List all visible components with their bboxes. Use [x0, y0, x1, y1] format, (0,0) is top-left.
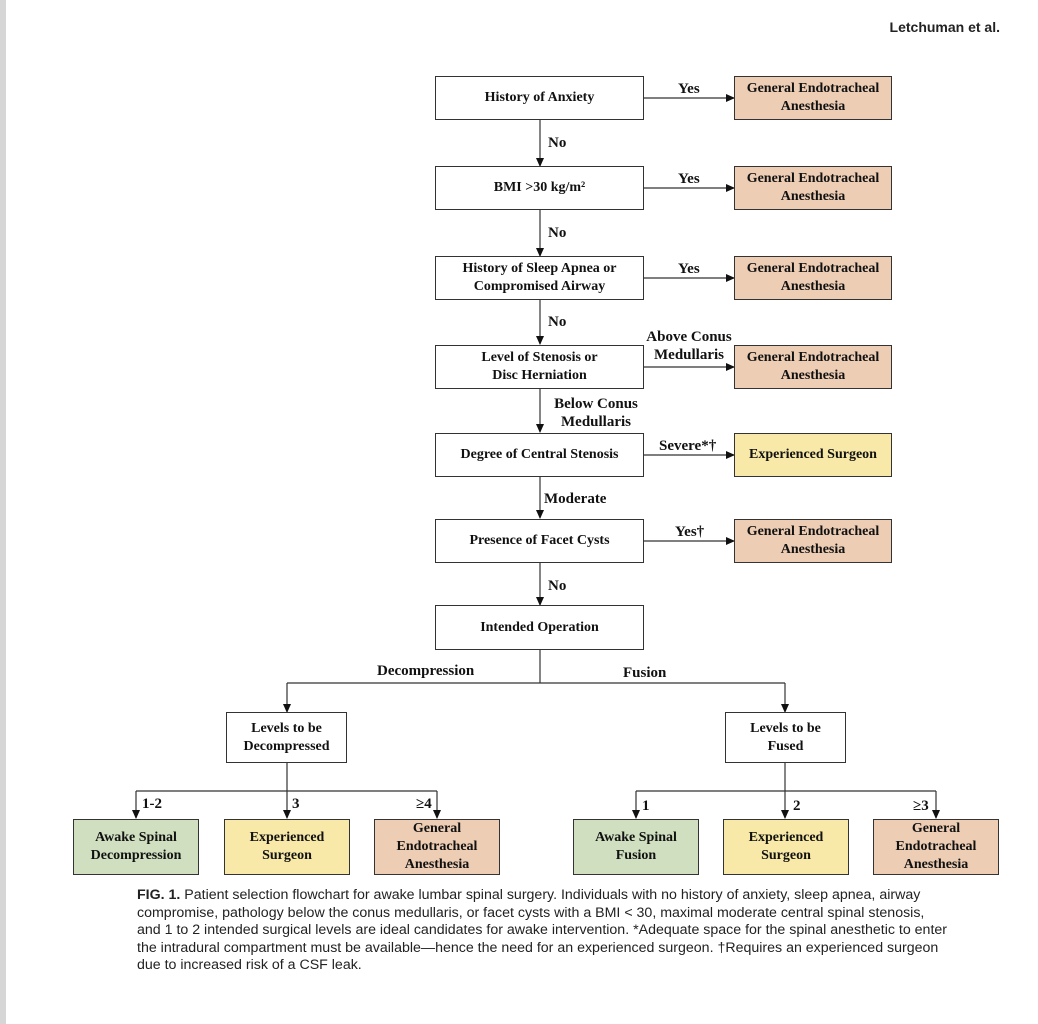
edge-label-fuse-1: 1	[642, 798, 650, 814]
node-bmi: BMI >30 kg/m²	[435, 166, 644, 210]
outcome-awake-spinal-decompression: Awake Spinal Decompression	[73, 819, 199, 875]
edge-label-fusion: Fusion	[623, 665, 667, 681]
outcome-general-anesthesia-decompression: General Endotracheal Anesthesia	[374, 819, 500, 875]
edge-label-severe: Severe*†	[659, 438, 717, 454]
outcome-general-anesthesia-anxiety: General Endotracheal Anesthesia	[734, 76, 892, 120]
caption-label: FIG. 1.	[137, 887, 181, 903]
outcome-experienced-surgeon-severe: Experienced Surgeon	[734, 433, 892, 477]
outcome-general-anesthesia-fusion: General Endotracheal Anesthesia	[873, 819, 999, 875]
caption-text: Patient selection flowchart for awake lu…	[137, 887, 947, 974]
outcome-general-anesthesia-bmi: General Endotracheal Anesthesia	[734, 166, 892, 210]
edge-label-moderate: Moderate	[544, 491, 607, 507]
figure-caption: FIG. 1. Patient selection flowchart for …	[137, 887, 947, 975]
edge-label-above-conus: Above Conus Medullaris	[646, 329, 732, 363]
node-history-of-anxiety: History of Anxiety	[435, 76, 644, 120]
edge-label-no-anxiety: No	[548, 135, 567, 151]
edge-label-no-bmi: No	[548, 225, 567, 241]
outcome-general-anesthesia-sleep: General Endotracheal Anesthesia	[734, 256, 892, 300]
node-level-of-stenosis: Level of Stenosis or Disc Herniation	[435, 345, 644, 389]
edge-label-below-conus: Below Conus Medullaris	[554, 396, 638, 430]
running-header: Letchuman et al.	[889, 19, 1000, 35]
page-edge	[0, 0, 6, 1024]
node-degree-central-stenosis: Degree of Central Stenosis	[435, 433, 644, 477]
outcome-experienced-surgeon-fusion: Experienced Surgeon	[723, 819, 849, 875]
outcome-general-anesthesia-level: General Endotracheal Anesthesia	[734, 345, 892, 389]
edge-label-no-sleep: No	[548, 314, 567, 330]
outcome-general-anesthesia-facet: General Endotracheal Anesthesia	[734, 519, 892, 563]
outcome-awake-spinal-fusion: Awake Spinal Fusion	[573, 819, 699, 875]
edge-label-fuse-3: ≥3	[913, 798, 929, 814]
node-facet-cysts: Presence of Facet Cysts	[435, 519, 644, 563]
node-levels-fused: Levels to be Fused	[725, 712, 846, 763]
edge-label-no-facet: No	[548, 578, 567, 594]
node-sleep-apnea: History of Sleep Apnea or Compromised Ai…	[435, 256, 644, 300]
edge-label-decompress-3: 3	[292, 796, 300, 812]
outcome-experienced-surgeon-decompression: Experienced Surgeon	[224, 819, 350, 875]
edge-label-decompression: Decompression	[377, 663, 475, 679]
edge-label-yes-bmi: Yes	[678, 171, 700, 187]
edge-label-decompress-4: ≥4	[416, 796, 432, 812]
node-intended-operation: Intended Operation	[435, 605, 644, 650]
edge-label-yes-facet: Yes†	[675, 524, 705, 540]
edge-label-yes-sleep: Yes	[678, 261, 700, 277]
edge-label-decompress-1-2: 1-2	[142, 796, 162, 812]
node-levels-decompressed: Levels to be Decompressed	[226, 712, 347, 763]
edge-label-fuse-2: 2	[793, 798, 801, 814]
edge-label-yes-anxiety: Yes	[678, 81, 700, 97]
